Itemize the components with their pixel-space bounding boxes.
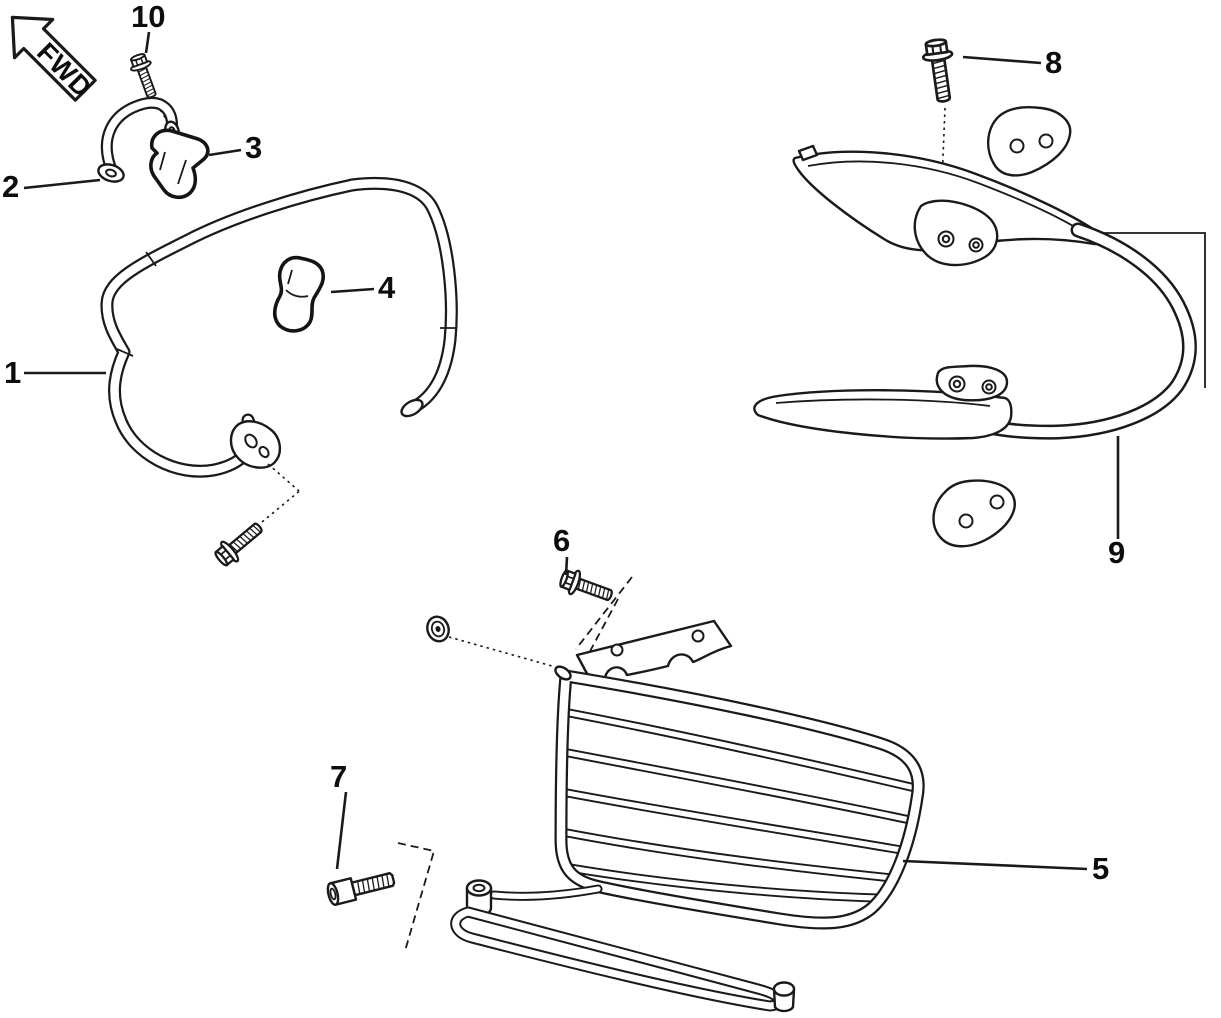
mounting-pad-lower bbox=[932, 479, 1016, 548]
assembly-link-line bbox=[1103, 232, 1206, 388]
arm-tip-tab bbox=[797, 144, 819, 162]
rack-frame-inner bbox=[556, 671, 923, 928]
frame-pipe-end bbox=[554, 665, 572, 681]
flange-bolt-icon bbox=[919, 36, 960, 105]
luggage-rack-part-5 bbox=[426, 615, 925, 1013]
callout-3: 3 bbox=[245, 130, 262, 165]
rubber-mount-part-3 bbox=[149, 128, 210, 200]
bracket-hole-inner bbox=[941, 234, 951, 244]
rail-bracket-hole-inner bbox=[952, 379, 962, 389]
alignment-dashed-zigzag bbox=[397, 842, 436, 952]
rack-slats bbox=[557, 707, 920, 903]
alignment-dashed-lines bbox=[575, 576, 633, 656]
fwd-arrow-shape bbox=[10, 15, 97, 102]
guard-tube-left bbox=[100, 178, 359, 478]
leader-line-7 bbox=[335, 791, 348, 870]
rail-tube-inner bbox=[957, 225, 1195, 438]
rubber-ribs bbox=[285, 269, 309, 298]
floor-rails-inner bbox=[452, 908, 784, 1010]
guard-tube-right-inner bbox=[347, 179, 456, 412]
fwd-label: FWD bbox=[31, 37, 98, 104]
flange-bolt-icon bbox=[210, 515, 269, 571]
floor-rails bbox=[450, 906, 786, 1012]
upper-arm-detail bbox=[807, 160, 1081, 231]
callout-5: 5 bbox=[1092, 851, 1109, 886]
callout-2: 2 bbox=[2, 169, 19, 204]
rubber-spacer-part-4 bbox=[272, 255, 326, 333]
bracket-hole-2-inner bbox=[972, 241, 980, 249]
leader-line-6 bbox=[564, 556, 569, 576]
leader-line-3 bbox=[208, 148, 242, 157]
bracket-foot-hole bbox=[105, 168, 117, 178]
weld-joint-marks bbox=[116, 251, 456, 357]
leader-line-8 bbox=[962, 55, 1042, 65]
plate-hole-2 bbox=[691, 629, 705, 643]
pad-hole-4 bbox=[989, 494, 1005, 510]
rail-foot bbox=[772, 981, 796, 1013]
alignment-dotted-lines bbox=[261, 463, 303, 523]
rack-support-tube-inner bbox=[491, 886, 601, 899]
washer-hole bbox=[435, 626, 441, 632]
bracket-band-inner bbox=[103, 99, 176, 175]
callout-labels: 1 2 3 4 5 6 7 8 9 10 bbox=[2, 0, 1125, 886]
bolt-part-7 bbox=[326, 842, 436, 952]
leader-lines bbox=[23, 31, 1120, 871]
mounting-pad-upper bbox=[987, 106, 1072, 177]
grab-rail-part-9 bbox=[753, 106, 1206, 548]
plate-hole bbox=[610, 643, 624, 657]
leader-line-10 bbox=[144, 31, 151, 54]
callout-8: 8 bbox=[1045, 45, 1062, 80]
pad-hole bbox=[1009, 138, 1025, 154]
tube-end-cap bbox=[400, 398, 424, 418]
rack-mounting-plate bbox=[575, 619, 733, 683]
callout-10: 10 bbox=[131, 0, 165, 34]
pad-hole-3 bbox=[958, 513, 974, 529]
clamp-hole-2 bbox=[258, 445, 270, 459]
leader-line-4 bbox=[330, 287, 375, 294]
paddle-detail bbox=[775, 398, 991, 407]
rail-mount-bracket bbox=[935, 364, 1009, 402]
clamp-hole bbox=[244, 433, 258, 449]
washer-ring bbox=[430, 620, 446, 638]
bolt-part-6 bbox=[556, 565, 633, 656]
rail-bracket-hole-2-inner bbox=[985, 383, 993, 391]
callout-9: 9 bbox=[1108, 535, 1125, 570]
callout-7: 7 bbox=[330, 759, 347, 794]
leader-line-2 bbox=[23, 178, 101, 190]
callout-4: 4 bbox=[378, 270, 396, 305]
callout-1: 1 bbox=[4, 355, 21, 390]
engine-guard-part-1 bbox=[100, 176, 458, 571]
leader-line-5 bbox=[902, 859, 1088, 871]
flange-bolt-icon bbox=[126, 50, 163, 102]
rubber-ribs bbox=[159, 151, 187, 185]
fwd-arrow: FWD bbox=[10, 15, 98, 104]
pad-hole-2 bbox=[1038, 133, 1054, 149]
socket-bolt-icon bbox=[326, 871, 396, 906]
washer-dotted-line bbox=[448, 636, 553, 667]
callout-6: 6 bbox=[553, 523, 570, 558]
